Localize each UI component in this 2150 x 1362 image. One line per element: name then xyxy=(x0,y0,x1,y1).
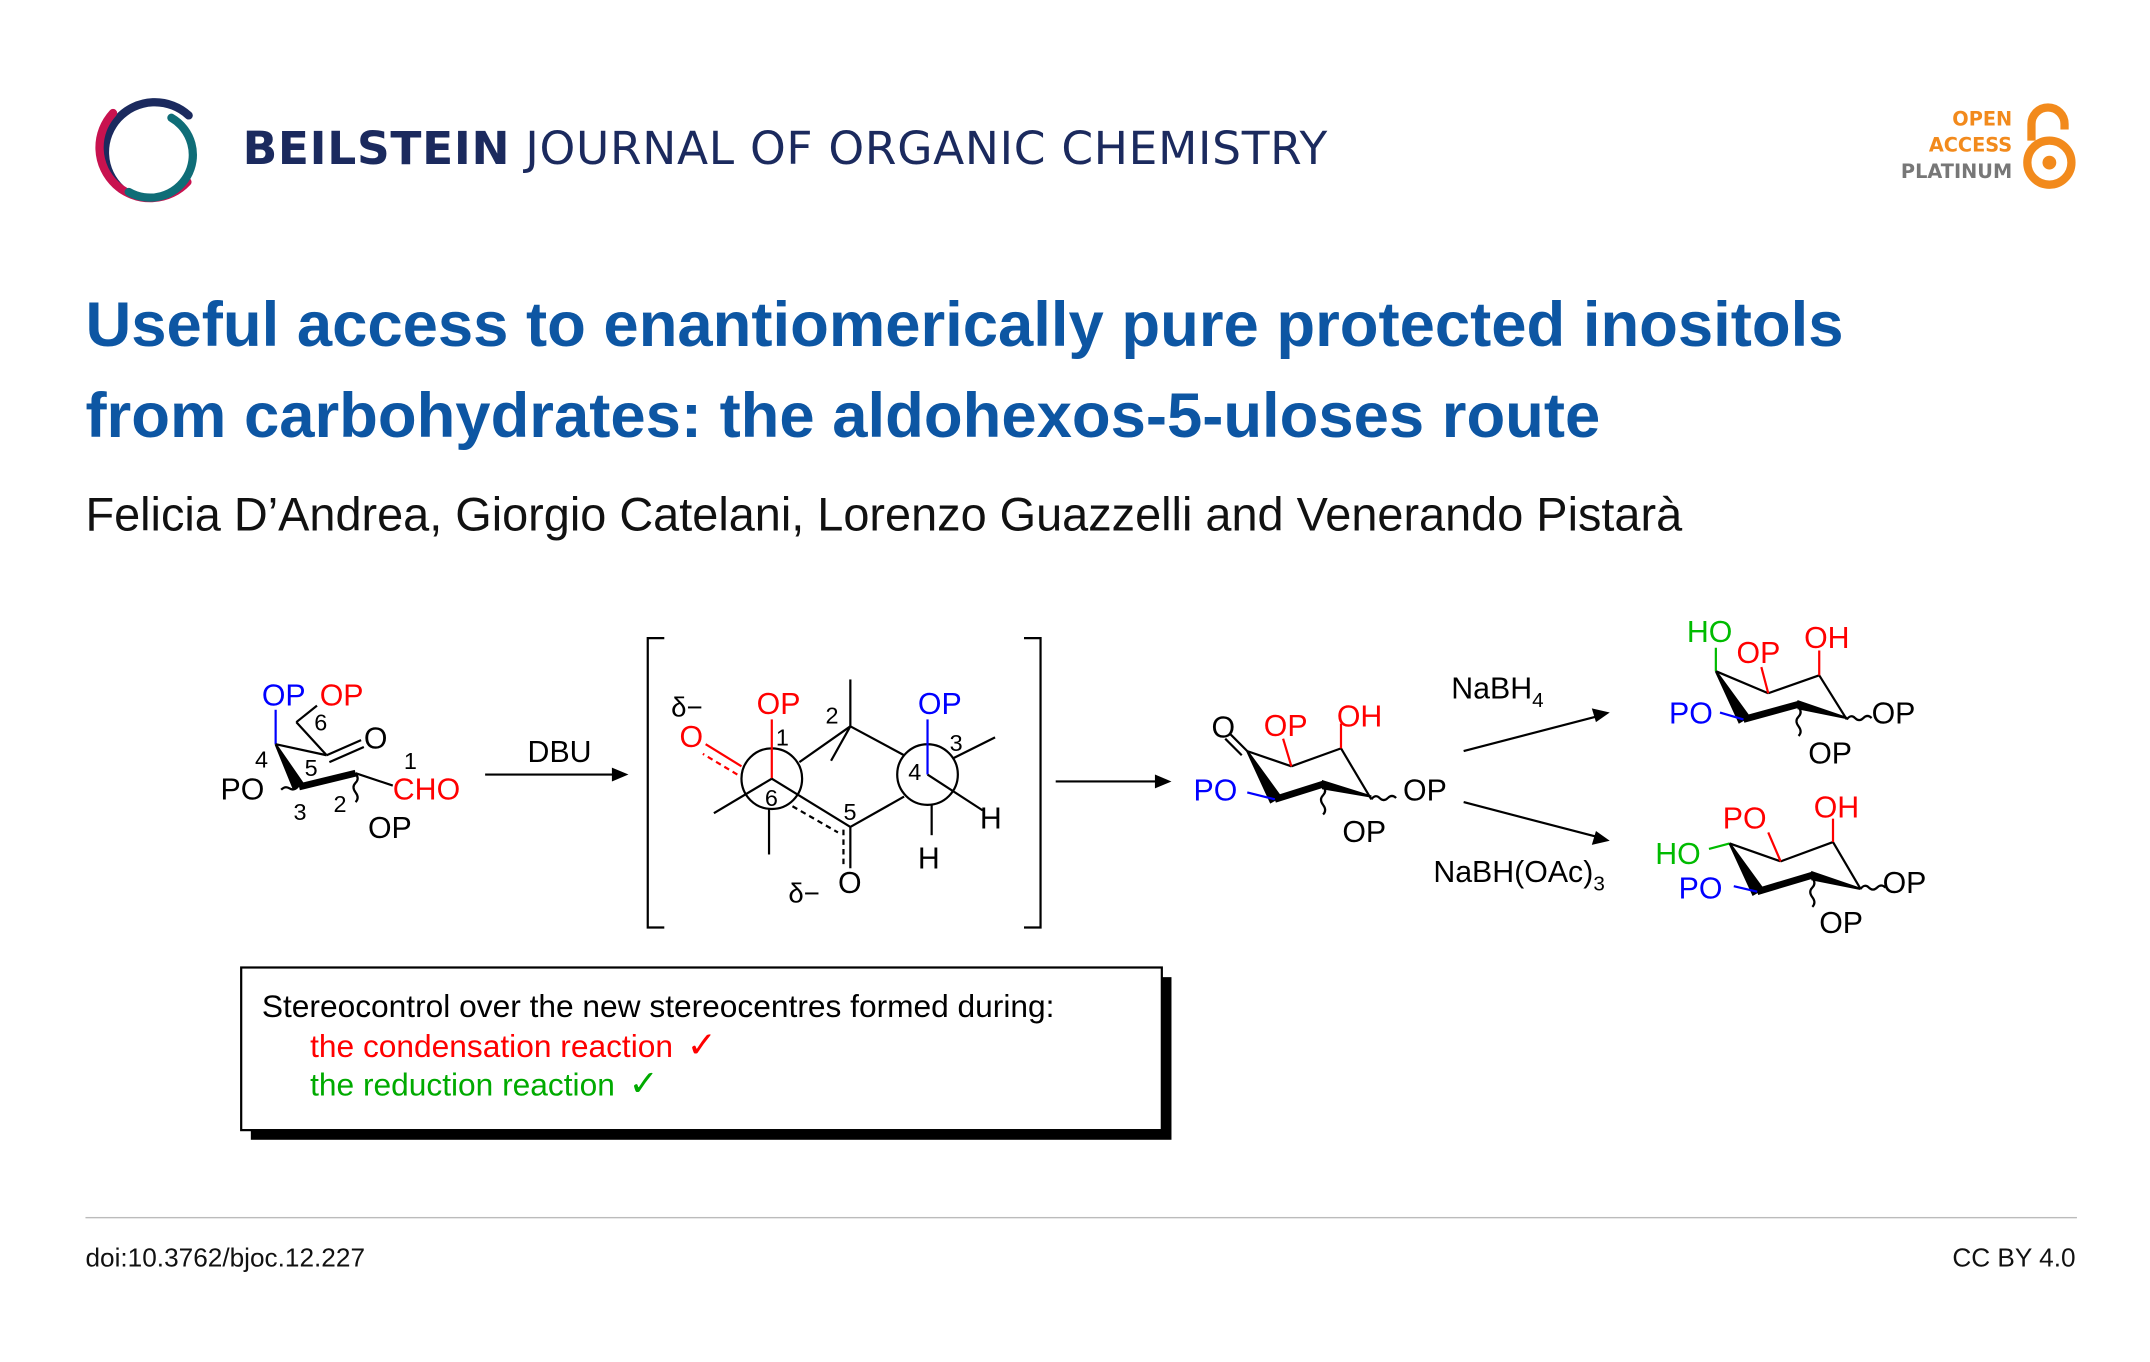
open-access-label: ACCESS xyxy=(1928,135,2013,158)
label: OP xyxy=(1737,637,1781,670)
label: 6 xyxy=(314,709,327,735)
label: OP xyxy=(1883,867,1927,900)
label: OP xyxy=(1808,738,1852,771)
label: 5 xyxy=(305,755,318,781)
dbu-arrow xyxy=(485,767,629,782)
label: 1 xyxy=(776,725,789,751)
stereocontrol-box: Stereocontrol over the new stereocentres… xyxy=(240,966,1172,1140)
journal-name-bold: BEILSTEIN xyxy=(242,121,511,176)
beilstein-logo-icon xyxy=(95,98,197,203)
label: 5 xyxy=(843,799,856,825)
box-item-text: the reduction reaction xyxy=(310,1067,615,1103)
label: 2 xyxy=(826,703,839,729)
label: O xyxy=(364,722,388,755)
label: 3 xyxy=(294,799,307,825)
label: H xyxy=(918,842,940,875)
label: HO xyxy=(1687,616,1732,649)
label: OP xyxy=(757,688,801,721)
reagent-subscript: 3 xyxy=(1593,872,1605,895)
label: O xyxy=(838,867,862,900)
label: PO xyxy=(221,773,265,806)
reduction-arrows xyxy=(1463,708,1610,845)
article-title: Useful access to enantiomerically pure p… xyxy=(85,278,1843,460)
label: OP xyxy=(368,812,412,845)
transition-state-bonds xyxy=(646,637,1042,929)
check-icon: ✓ xyxy=(629,1064,659,1105)
label: PO xyxy=(1194,775,1238,808)
label: OP xyxy=(320,680,364,713)
label: OP xyxy=(1819,907,1863,940)
author-list: Felicia D’Andrea, Giorgio Catelani, Lore… xyxy=(85,489,1683,542)
box-item-condensation: the condensation reaction ✓ xyxy=(310,1025,717,1066)
label: PO xyxy=(1723,802,1767,835)
open-access-label: OPEN xyxy=(1952,108,2013,131)
label: 3 xyxy=(950,730,963,756)
label: 6 xyxy=(765,785,778,811)
label: PO xyxy=(1679,873,1723,906)
label: O xyxy=(679,721,703,754)
platinum-label: PLATINUM xyxy=(1900,161,2013,184)
label: 4 xyxy=(255,747,268,773)
title-line-2: from carbohydrates: the aldohexos-5-ulos… xyxy=(85,379,1601,451)
ulose-bonds xyxy=(1224,723,1397,816)
label: OH xyxy=(1804,622,1849,655)
label: δ− xyxy=(788,878,819,909)
product-1-labels: HO OP OH PO OP OP xyxy=(1669,616,1915,770)
label: OP xyxy=(1342,816,1386,849)
product-2-labels: PO OH HO PO OP OP xyxy=(1655,791,1926,940)
label: 4 xyxy=(908,759,921,785)
product-1-bonds xyxy=(1714,647,1873,737)
ulose-labels: O OP OH PO OP OP xyxy=(1194,700,1447,849)
footer-divider xyxy=(85,1216,2077,1219)
label: OH xyxy=(1337,700,1382,733)
label: OP xyxy=(1264,710,1308,743)
reagent-dbu: DBU xyxy=(528,736,592,769)
box-item-reduction: the reduction reaction ✓ xyxy=(310,1064,659,1105)
check-icon: ✓ xyxy=(687,1025,717,1066)
doi-link[interactable]: doi:10.3762/bjoc.12.227 xyxy=(85,1244,366,1274)
box-heading: Stereocontrol over the new stereocentres… xyxy=(262,988,1055,1024)
journal-name: BEILSTEIN JOURNAL OF ORGANIC CHEMISTRY xyxy=(243,121,1328,175)
label: 1 xyxy=(404,748,417,774)
label: PO xyxy=(1669,698,1713,731)
label: OH xyxy=(1814,791,1859,824)
label: CHO xyxy=(393,773,460,806)
reagent-subscript: 4 xyxy=(1532,689,1544,712)
license-label[interactable]: CC BY 4.0 xyxy=(1952,1244,2076,1274)
transition-state-labels: δ− O OP 1 2 6 5 OP 3 4 H H δ− O xyxy=(671,688,1002,909)
reagent-nabh4: NaBH4 xyxy=(1451,673,1543,712)
product-2-bonds xyxy=(1708,818,1887,908)
label: OP xyxy=(1872,698,1916,731)
label: OP xyxy=(918,688,962,721)
reagent-text: NaBH xyxy=(1451,673,1532,706)
title-line-1: Useful access to enantiomerically pure p… xyxy=(85,288,1844,360)
starting-material-bonds xyxy=(274,704,394,803)
reagent-text: NaBH(OAc) xyxy=(1433,856,1593,889)
label: 2 xyxy=(334,791,347,817)
open-lock-icon xyxy=(2023,103,2076,189)
label: OP xyxy=(262,680,306,713)
label: O xyxy=(1211,711,1235,744)
reaction-arrow xyxy=(1055,774,1172,789)
label: H xyxy=(980,802,1002,835)
label: OP xyxy=(1403,775,1447,808)
reagent-nabh-oac3: NaBH(OAc)3 xyxy=(1433,856,1605,895)
label: HO xyxy=(1655,838,1700,871)
label: δ− xyxy=(671,692,702,723)
starting-material-labels: OP OP 6 O 4 5 1 PO CHO 3 2 OP xyxy=(221,680,461,845)
box-item-text: the condensation reaction xyxy=(310,1028,673,1064)
journal-name-rest: JOURNAL OF ORGANIC CHEMISTRY xyxy=(525,121,1329,176)
